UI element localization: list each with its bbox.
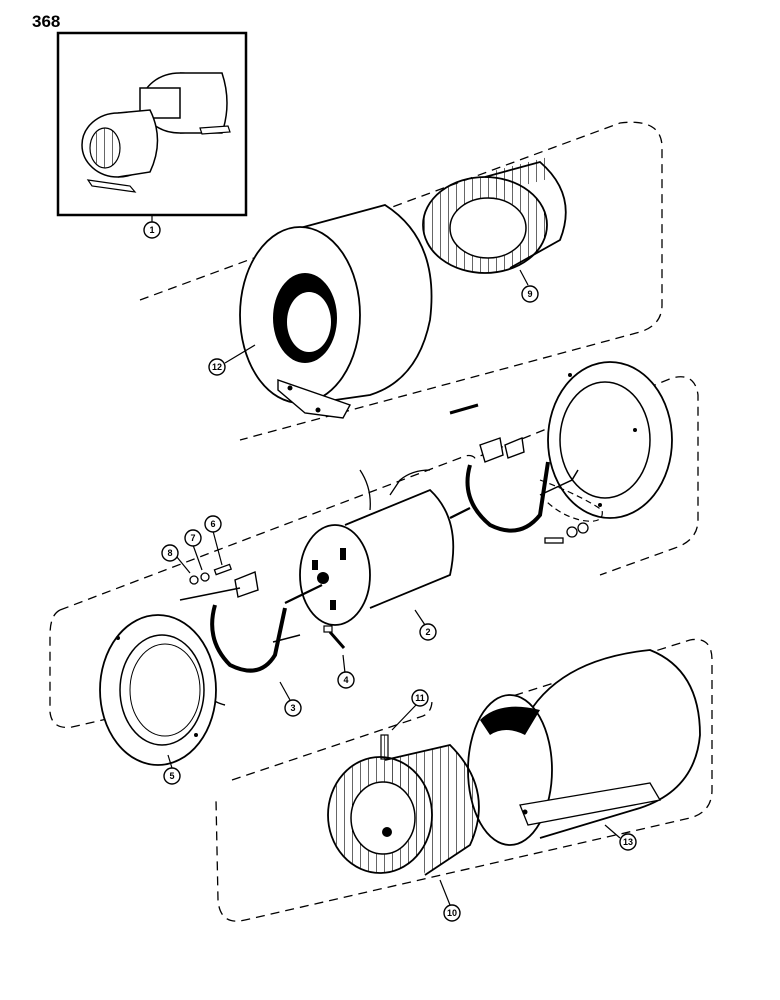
hardware-left	[189, 563, 233, 585]
svg-text:1: 1	[149, 225, 154, 235]
callout-11: 11	[411, 689, 429, 707]
blower-wheel-lower	[327, 744, 480, 876]
callout-7: 7	[184, 529, 202, 547]
callout-12: 12	[208, 358, 226, 376]
svg-text:13: 13	[623, 837, 633, 847]
svg-text:6: 6	[210, 519, 215, 529]
svg-text:11: 11	[415, 693, 425, 703]
callouts: 1 2 3 4 5 6 7 8 9 10 11 12 13	[143, 221, 637, 922]
svg-text:5: 5	[169, 771, 174, 781]
callout-4: 4	[337, 671, 355, 689]
svg-text:3: 3	[290, 703, 295, 713]
callout-10: 10	[443, 904, 461, 922]
svg-text:7: 7	[190, 533, 195, 543]
callout-5: 5	[163, 767, 181, 785]
callout-9: 9	[521, 285, 539, 303]
svg-text:8: 8	[167, 548, 172, 558]
svg-text:9: 9	[527, 289, 532, 299]
blower-motor	[284, 469, 471, 626]
motor-end-plate-right	[547, 361, 673, 519]
blower-housing-lower	[467, 649, 701, 846]
callout-1: 1	[143, 221, 161, 239]
svg-text:10: 10	[447, 908, 457, 918]
blower-wheel-upper	[422, 157, 567, 274]
mounting-strap-left	[179, 571, 301, 706]
page-number: 368	[32, 12, 61, 31]
set-screw	[380, 734, 389, 760]
svg-text:12: 12	[212, 362, 222, 372]
inset-assembled-blower	[56, 31, 248, 217]
svg-text:4: 4	[343, 675, 348, 685]
blower-housing-upper	[239, 204, 433, 419]
callout-6: 6	[204, 515, 222, 533]
mounting-strap-right	[449, 403, 603, 533]
screw	[323, 625, 346, 649]
leader-lines	[151, 215, 621, 906]
callout-13: 13	[619, 833, 637, 851]
hardware-right	[544, 522, 589, 544]
svg-text:2: 2	[425, 627, 430, 637]
motor-end-plate-left	[99, 614, 217, 766]
callout-3: 3	[284, 699, 302, 717]
callout-8: 8	[161, 544, 179, 562]
callout-2: 2	[419, 623, 437, 641]
dashed-group-outlines	[49, 121, 713, 922]
